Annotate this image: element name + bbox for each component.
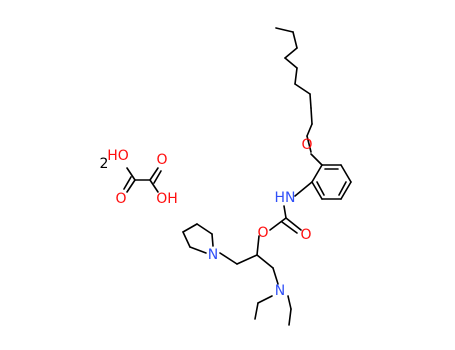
- bond: [294, 67, 298, 85]
- oxalic-o-top-label: O: [156, 152, 167, 168]
- heptyl-chain-bonds: [275, 27, 313, 153]
- oxalic-acid-bonds: [123, 167, 162, 193]
- diethylamine-nitrogen-label: N: [275, 283, 285, 299]
- oxalic-oh-bottom-label: OH: [156, 191, 178, 207]
- bond: [287, 295, 292, 310]
- bond: [182, 231, 191, 248]
- bond: [236, 254, 258, 265]
- carbamate-carbonyl-oxygen-label: O: [300, 227, 311, 243]
- bond: [310, 153, 323, 166]
- bond: [288, 308, 292, 326]
- bond: [281, 221, 298, 234]
- bond: [182, 223, 198, 233]
- bond: [309, 93, 312, 109]
- carbamate-bonds: [256, 205, 302, 256]
- bond: [149, 167, 159, 181]
- bond: [254, 302, 259, 320]
- bond: [153, 170, 162, 184]
- bond: [284, 47, 298, 59]
- bond: [269, 217, 287, 231]
- bond: [126, 179, 136, 193]
- diethylamino-bonds: [254, 295, 292, 326]
- bond: [285, 217, 302, 231]
- pyrrolidine-ring-bonds: [182, 223, 214, 254]
- bond: [256, 254, 274, 269]
- oxalic-oh-top-label: HO: [107, 148, 129, 164]
- pyrrolidine-nitrogen-label: N: [208, 247, 218, 263]
- bond: [126, 167, 136, 181]
- bond: [338, 181, 347, 196]
- backbone-bonds: [219, 252, 279, 285]
- bond: [219, 252, 238, 265]
- bond: [196, 223, 213, 235]
- bond: [292, 31, 298, 49]
- bond: [189, 246, 207, 254]
- bond: [211, 233, 214, 247]
- oxalic-o-bottom-label: O: [115, 191, 126, 207]
- bond: [275, 27, 294, 33]
- bond: [257, 295, 273, 304]
- bond: [294, 83, 311, 95]
- bond: [311, 181, 323, 200]
- bond: [311, 164, 323, 183]
- bond: [340, 181, 352, 200]
- carbamate-ester-oxygen-label: O: [257, 225, 268, 241]
- bond: [306, 123, 313, 137]
- bond: [283, 205, 287, 219]
- ether-oxygen-label: O: [301, 137, 312, 153]
- benzene-ring-bonds: [294, 153, 352, 200]
- bond: [316, 181, 325, 196]
- bond: [306, 135, 312, 153]
- carbamate-nh-label: HN: [275, 190, 296, 206]
- salt-multiplier: 2: [100, 156, 109, 172]
- bond: [149, 179, 159, 193]
- bond: [272, 267, 279, 285]
- bond: [256, 235, 260, 256]
- bond: [340, 164, 352, 183]
- bond: [294, 181, 313, 197]
- bond: [310, 107, 313, 125]
- bond: [284, 57, 298, 69]
- bond: [123, 176, 132, 190]
